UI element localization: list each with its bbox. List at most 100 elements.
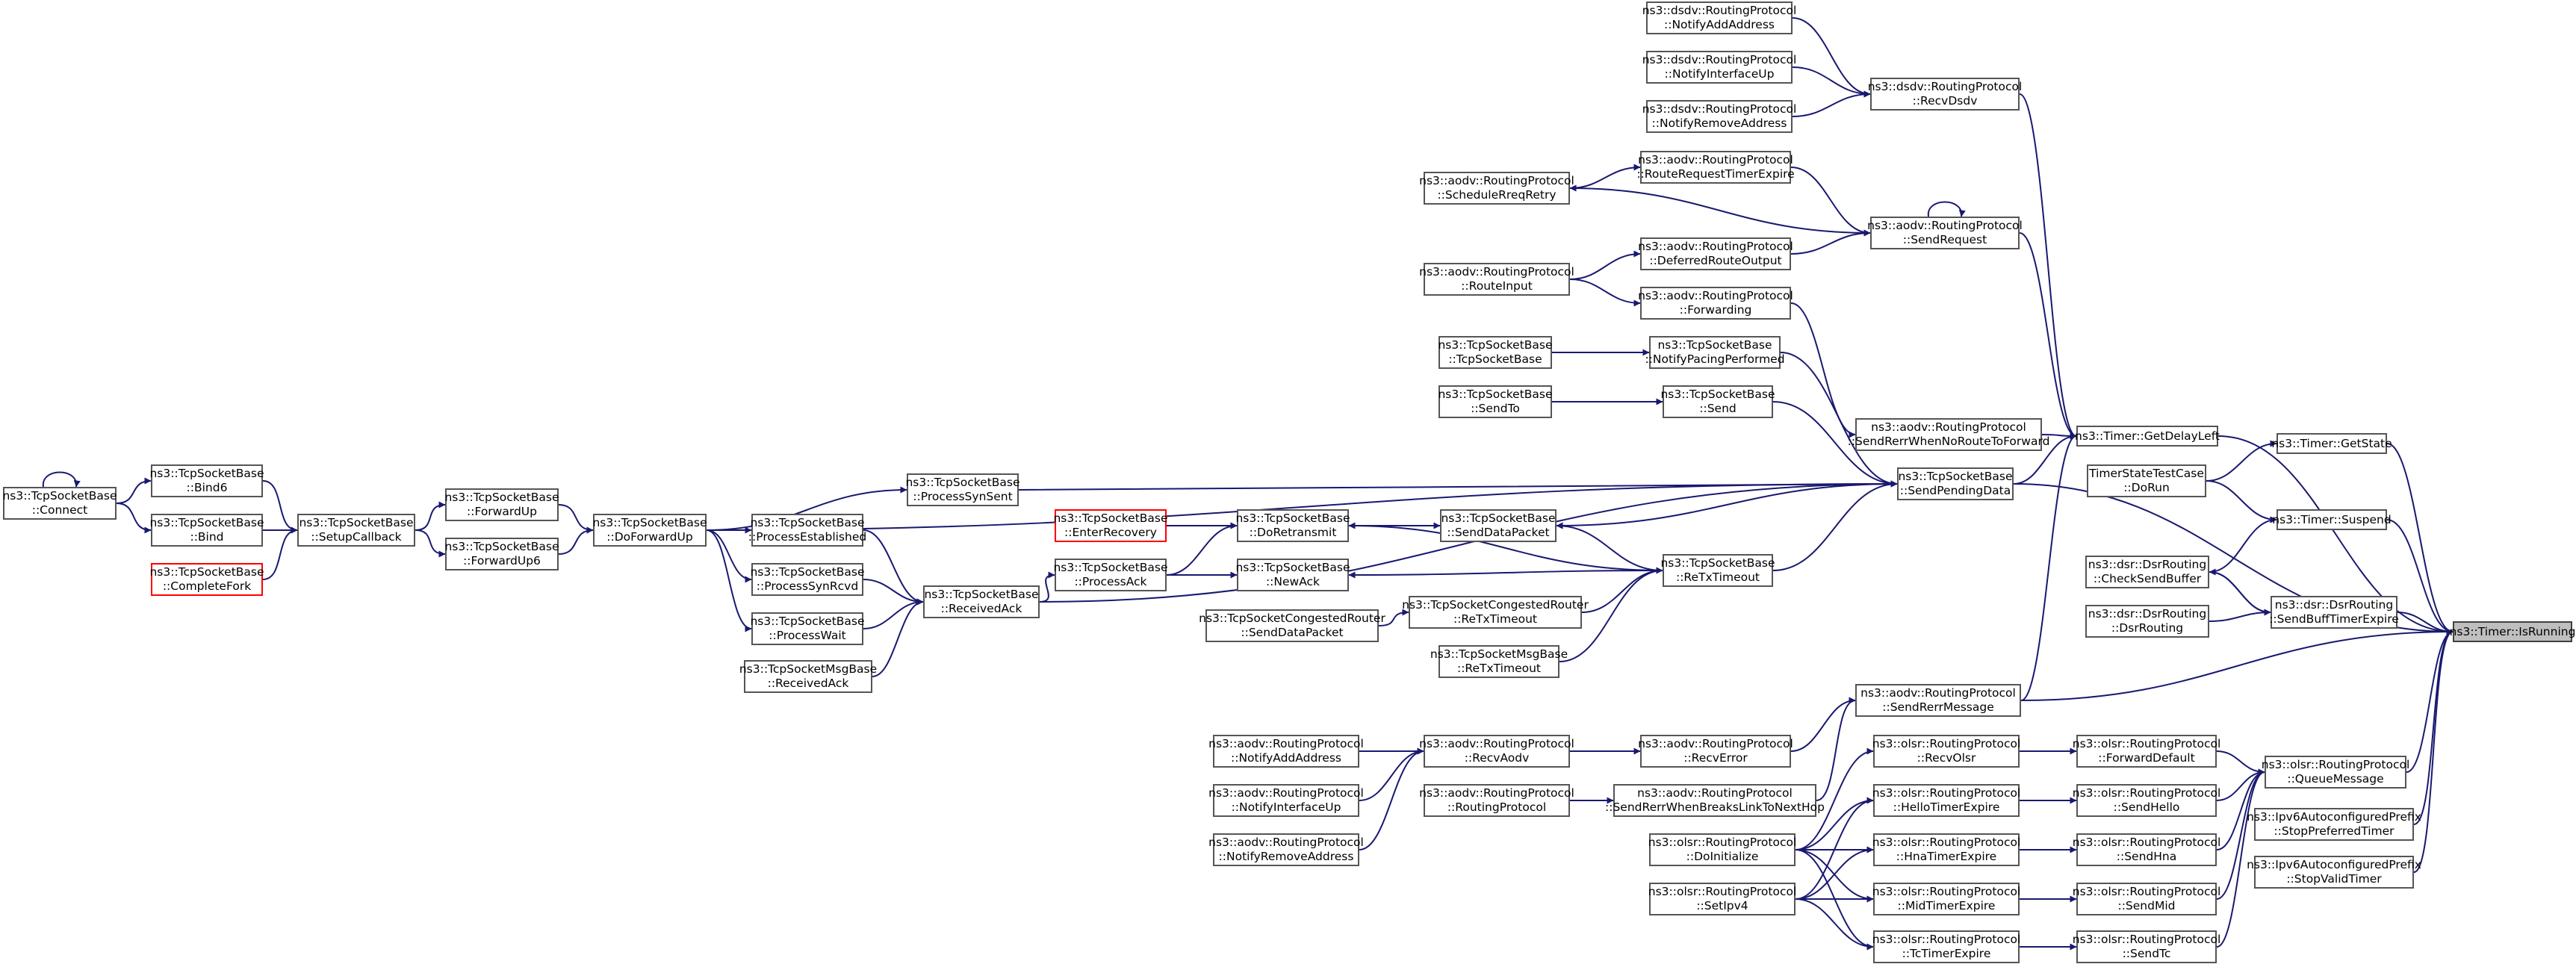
- node-label-line: ::RecvOlsr: [1917, 751, 1976, 765]
- node-tcpmsg-receivedack[interactable]: ns3::TcpSocketMsgBase::ReceivedAck: [739, 660, 877, 693]
- node-label-line: ns3::aodv::RoutingProtocol: [1419, 174, 1574, 187]
- node-olsr-sendtc[interactable]: ns3::olsr::RoutingProtocol::SendTc: [2073, 930, 2220, 963]
- node-aodv-routingprotocol[interactable]: ns3::aodv::RoutingProtocol::RoutingProto…: [1419, 784, 1574, 817]
- node-aodv-recvaodv[interactable]: ns3::aodv::RoutingProtocol::RecvAodv: [1419, 735, 1574, 768]
- node-aodv-recverror[interactable]: ns3::aodv::RoutingProtocol::RecvError: [1638, 735, 1793, 768]
- node-label-line: ::Forwarding: [1679, 303, 1752, 317]
- node-aodv-sendrequest[interactable]: ns3::aodv::RoutingProtocol::SendRequest: [1867, 217, 2023, 249]
- node-tcp-forwardup6[interactable]: ns3::TcpSocketBase::ForwardUp6: [444, 538, 559, 570]
- node-aodv-sendrerrmessage[interactable]: ns3::aodv::RoutingProtocol::SendRerrMess…: [1855, 684, 2021, 717]
- node-olsr-recvolsr[interactable]: ns3::olsr::RoutingProtocol::RecvOlsr: [1872, 735, 2020, 768]
- node-label-line: ::TcTimerExpire: [1902, 947, 1991, 960]
- node-dsdv-notifyinterfaceup[interactable]: ns3::dsdv::RoutingProtocol::NotifyInterf…: [1642, 51, 1796, 84]
- node-label-line: ns3::TcpSocketBase: [2, 489, 117, 503]
- node-dsdv-notifyaddaddress[interactable]: ns3::dsdv::RoutingProtocol::NotifyAddAdd…: [1642, 1, 1796, 34]
- node-tcp-processack[interactable]: ns3::TcpSocketBase::ProcessAck: [1053, 559, 1168, 591]
- node-tcp-enterrecovery[interactable]: ns3::TcpSocketBase::EnterRecovery: [1053, 509, 1168, 542]
- node-aodv-routeinput[interactable]: ns3::aodv::RoutingProtocol::RouteInput: [1419, 263, 1574, 296]
- node-aodv-notifyaddaddress[interactable]: ns3::aodv::RoutingProtocol::NotifyAddAdd…: [1208, 735, 1364, 768]
- node-label-line: ::ReTxTimeout: [1675, 570, 1760, 584]
- node-olsr-sendhna[interactable]: ns3::olsr::RoutingProtocol::SendHna: [2073, 833, 2220, 866]
- node-label-line: ns3::olsr::RoutingProtocol: [2072, 786, 2221, 800]
- node-aodv-forwarding[interactable]: ns3::aodv::RoutingProtocol::Forwarding: [1638, 287, 1793, 320]
- node-dsdv-recvdsdv[interactable]: ns3::dsdv::RoutingProtocol::RecvDsdv: [1868, 78, 2022, 111]
- edge-tcp_retxtimeout-to-tcp_doretransmit: [1348, 522, 1663, 571]
- edge-aodv_notifyremoveaddress-to-aodv_recvaodv: [1359, 747, 1424, 851]
- node-label-line: ns3::Ipv6AutoconfiguredPrefix: [2247, 858, 2421, 871]
- node-aodv-notifyinterfaceup[interactable]: ns3::aodv::RoutingProtocol::NotifyInterf…: [1208, 784, 1364, 817]
- node-olsr-hellotimerexpire[interactable]: ns3::olsr::RoutingProtocol::HelloTimerEx…: [1872, 784, 2020, 817]
- node-label-line: ::NewAck: [1265, 575, 1320, 588]
- edge-ipv6_stopvalid-to-isrunning: [2413, 628, 2454, 873]
- node-getdelayleft[interactable]: ns3::Timer::GetDelayLeft: [2075, 426, 2220, 447]
- node-label-line: ns3::TcpSocketBase: [905, 476, 1020, 489]
- node-olsr-sendhello[interactable]: ns3::olsr::RoutingProtocol::SendHello: [2073, 784, 2220, 817]
- node-olsr-queuemessage[interactable]: ns3::olsr::RoutingProtocol::QueueMessage: [2262, 756, 2409, 789]
- node-tcp-notifypacingperformed[interactable]: ns3::TcpSocketBase::NotifyPacingPerforme…: [1645, 336, 1785, 369]
- node-tcpmsg-retxtimeout[interactable]: ns3::TcpSocketMsgBase::ReTxTimeout: [1430, 645, 1568, 678]
- node-tcp-sendpendingdata[interactable]: ns3::TcpSocketBase::SendPendingData: [1897, 467, 2014, 500]
- node-tcp-processsynrcvd[interactable]: ns3::TcpSocketBase::ProcessSynRcvd: [750, 563, 865, 596]
- node-tcp-processsynsent[interactable]: ns3::TcpSocketBase::ProcessSynSent: [905, 473, 1020, 506]
- node-tcp-retxtimeout[interactable]: ns3::TcpSocketBase::ReTxTimeout: [1660, 554, 1775, 587]
- node-tcp-bind[interactable]: ns3::TcpSocketBase::Bind: [149, 514, 264, 547]
- node-olsr-forwarddefault[interactable]: ns3::olsr::RoutingProtocol::ForwardDefau…: [2073, 735, 2220, 768]
- node-tcp-processwait[interactable]: ns3::TcpSocketBase::ProcessWait: [750, 612, 865, 645]
- node-tcpcr-retxtimeout[interactable]: ns3::TcpSocketCongestedRouter::ReTxTimeo…: [1402, 596, 1589, 629]
- node-tcp-forwardup[interactable]: ns3::TcpSocketBase::ForwardUp: [444, 488, 559, 521]
- node-olsr-doinitialize[interactable]: ns3::olsr::RoutingProtocol::DoInitialize: [1648, 833, 1796, 866]
- node-label-line: ns3::olsr::RoutingProtocol: [2072, 933, 2221, 946]
- node-suspend[interactable]: ns3::Timer::Suspend: [2272, 509, 2392, 530]
- node-label-line: ns3::aodv::RoutingProtocol: [1637, 786, 1793, 800]
- node-ipv6-stoppreferred[interactable]: ns3::Ipv6AutoconfiguredPrefix::StopPrefe…: [2247, 808, 2421, 841]
- node-tcp-receivedack[interactable]: ns3::TcpSocketBase::ReceivedAck: [923, 585, 1040, 618]
- node-aodv-sendrerrwhenbreaks[interactable]: ns3::aodv::RoutingProtocol::SendRerrWhen…: [1605, 784, 1825, 817]
- node-dsr-checksendbuffer[interactable]: ns3::dsr::DsrRouting::CheckSendBuffer: [2085, 556, 2209, 588]
- node-label-line: ns3::Timer::Suspend: [2272, 512, 2392, 526]
- node-getstate[interactable]: ns3::Timer::GetState: [2271, 433, 2392, 454]
- node-dsdv-notifyremoveaddress[interactable]: ns3::dsdv::RoutingProtocol::NotifyRemove…: [1642, 100, 1796, 133]
- node-olsr-setipv4[interactable]: ns3::olsr::RoutingProtocol::SetIpv4: [1648, 883, 1796, 915]
- node-tcp-sendto[interactable]: ns3::TcpSocketBase::SendTo: [1438, 385, 1553, 418]
- edge-aodv_sendrerrwhenbreaks-to-aodv_sendrerrmessage: [1816, 697, 1856, 801]
- node-tcp-tcpsocketbase[interactable]: ns3::TcpSocketBase::TcpSocketBase: [1438, 336, 1553, 369]
- node-aodv-notifyremoveaddress[interactable]: ns3::aodv::RoutingProtocol::NotifyRemove…: [1208, 833, 1364, 866]
- node-timerstatetestcase[interactable]: TimerStateTestCase::DoRun: [2087, 464, 2206, 497]
- node-ipv6-stopvalid[interactable]: ns3::Ipv6AutoconfiguredPrefix::StopValid…: [2247, 856, 2421, 889]
- node-label-line: ::StopValidTimer: [2286, 872, 2382, 886]
- edge-olsr_sendhna-to-olsr_queuemessage: [2216, 768, 2265, 851]
- node-aodv-deferredrouteoutput[interactable]: ns3::aodv::RoutingProtocol::DeferredRout…: [1638, 237, 1793, 270]
- edge-tcp_retxtimeout-to-tcp_senddatapacket: [1556, 522, 1663, 571]
- node-tcp-send[interactable]: ns3::TcpSocketBase::Send: [1660, 385, 1775, 418]
- node-tcp-connect[interactable]: ns3::TcpSocketBase::Connect: [2, 487, 117, 520]
- node-olsr-sendmid[interactable]: ns3::olsr::RoutingProtocol::SendMid: [2073, 883, 2220, 915]
- node-tcp-doforwardup[interactable]: ns3::TcpSocketBase::DoForwardUp: [592, 514, 707, 547]
- node-aodv-routerequesttimerexpire[interactable]: ns3::aodv::RoutingProtocol::RouteRequest…: [1636, 151, 1795, 184]
- node-label-line: ::MidTimerExpire: [1897, 899, 1996, 912]
- edge-aodv_routerequesttimerexpire-to-aodv_sendrequest: [1790, 167, 1871, 237]
- node-label-line: ::ReceivedAck: [940, 602, 1022, 615]
- edge-tcp_processack-to-tcp_doretransmit: [1166, 522, 1238, 576]
- node-aodv-schedulerreqretry[interactable]: ns3::aodv::RoutingProtocol::ScheduleRreq…: [1419, 172, 1574, 205]
- node-olsr-tctimerexpire[interactable]: ns3::olsr::RoutingProtocol::TcTimerExpir…: [1872, 930, 2020, 963]
- node-tcp-senddatapacket[interactable]: ns3::TcpSocketBase::SendDataPacket: [1440, 509, 1557, 542]
- node-tcp-bind6[interactable]: ns3::TcpSocketBase::Bind6: [149, 464, 264, 497]
- node-dsr-sendbufftimerexpire[interactable]: ns3::dsr::DsrRouting::SendBuffTimerExpir…: [2269, 596, 2399, 629]
- node-olsr-hnatimerexpire[interactable]: ns3::olsr::RoutingProtocol::HnaTimerExpi…: [1872, 833, 2020, 866]
- node-tcp-setupcallback[interactable]: ns3::TcpSocketBase::SetupCallback: [297, 514, 415, 547]
- node-aodv-sendrerrwhennoroute[interactable]: ns3::aodv::RoutingProtocol::SendRerrWhen…: [1848, 418, 2049, 451]
- node-tcp-doretransmit[interactable]: ns3::TcpSocketBase::DoRetransmit: [1235, 509, 1350, 542]
- edge-tcp_forwardup6-to-tcp_doforwardup: [558, 526, 594, 555]
- node-tcp-newack[interactable]: ns3::TcpSocketBase::NewAck: [1235, 559, 1350, 591]
- edge-aodv_routeinput-to-aodv_forwarding: [1569, 279, 1641, 307]
- node-label-line: ::RecvAodv: [1464, 751, 1530, 765]
- node-label-line: ::DeferredRouteOutput: [1649, 254, 1782, 267]
- node-tcpcr-senddatapacket[interactable]: ns3::TcpSocketCongestedRouter::SendDataP…: [1199, 609, 1385, 642]
- node-dsr-dsrrouting[interactable]: ns3::dsr::DsrRouting::DsrRouting: [2085, 605, 2209, 638]
- node-tcp-completefork[interactable]: ns3::TcpSocketBase::CompleteFork: [149, 563, 264, 596]
- edge-aodv_sendrequest-to-aodv_sendrequest: [1927, 201, 1966, 217]
- node-label-line: ns3::aodv::RoutingProtocol: [1208, 836, 1364, 849]
- node-tcp-processestablished[interactable]: ns3::TcpSocketBase::ProcessEstablished: [748, 514, 866, 547]
- edge-aodv_sendrequest-to-aodv_schedulerreqretry: [1569, 184, 1871, 234]
- node-olsr-midtimerexpire[interactable]: ns3::olsr::RoutingProtocol::MidTimerExpi…: [1872, 883, 2020, 915]
